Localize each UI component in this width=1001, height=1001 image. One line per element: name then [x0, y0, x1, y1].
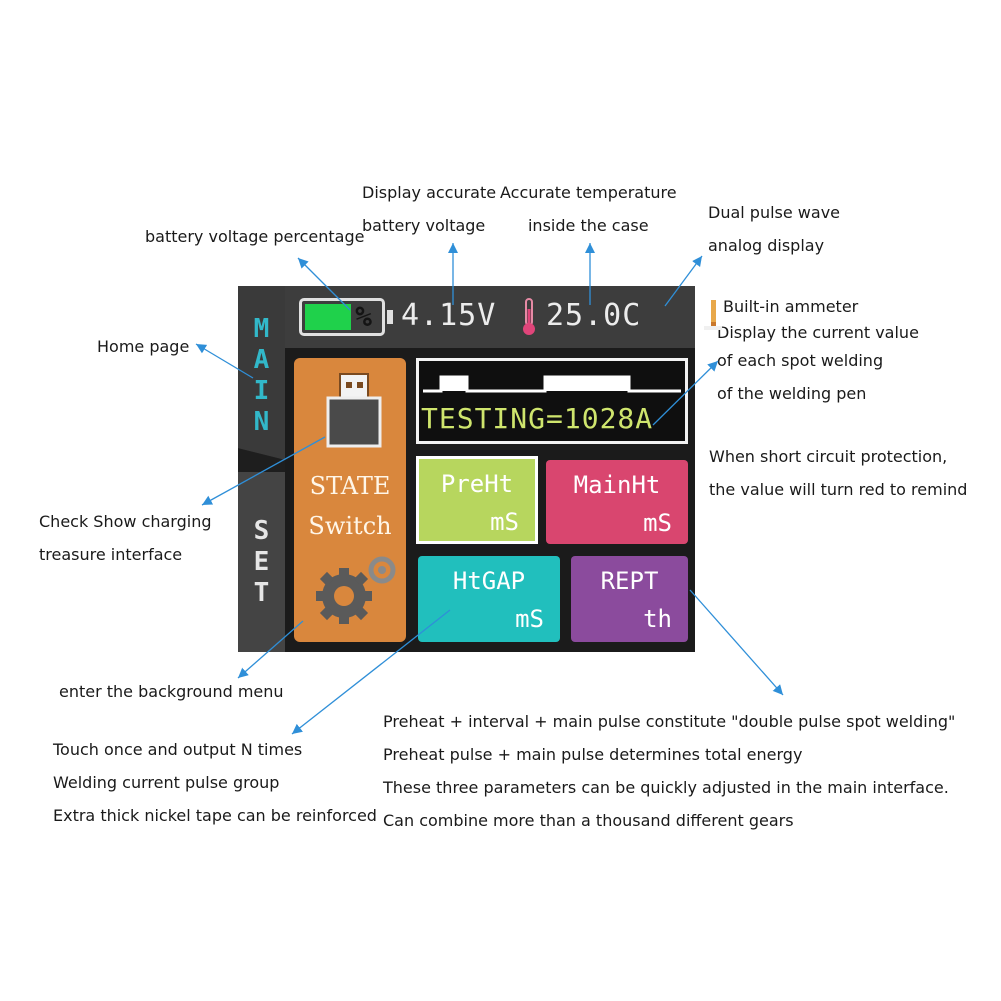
annotation-pulse-params: Preheat + interval + main pulse constitu… — [383, 712, 956, 830]
repeat-tile[interactable]: REPT th — [571, 556, 688, 642]
preheat-unit: mS — [490, 508, 519, 536]
mainheat-unit: mS — [643, 509, 672, 537]
preheat-label: PreHt — [440, 470, 514, 498]
annotation-home-page: Home page — [97, 337, 190, 356]
battery-fill — [305, 304, 351, 330]
preheat-tile[interactable]: PreHt mS — [416, 456, 538, 544]
battery-percent-label: % — [355, 300, 372, 333]
tab-letter: M — [253, 314, 270, 344]
temperature-value: 25.0C — [546, 298, 642, 333]
tab-letter: E — [253, 547, 270, 577]
heat-gap-tile[interactable]: HtGAP mS — [418, 556, 560, 642]
arrow-pulse-params — [689, 589, 784, 696]
annotation-battery-percentage: battery voltage percentage — [145, 227, 365, 246]
repeat-label: REPT — [600, 567, 659, 595]
annotation-ammeter: Built-in ammeter Display the current val… — [717, 297, 919, 403]
tab-letter: T — [253, 578, 270, 608]
tab-letter: S — [253, 516, 270, 546]
annotation-temperature: Accurate temperature inside the case — [500, 183, 677, 235]
heat-gap-label: HtGAP — [452, 567, 526, 595]
mainheat-label: MainHt — [573, 471, 661, 499]
gear-icon[interactable] — [310, 554, 400, 626]
battery-tip — [387, 310, 393, 324]
testing-current-readout: TESTING=1028A — [421, 402, 654, 435]
tab-letter: A — [253, 345, 270, 375]
annotation-touch-output: Touch once and output N times Welding cu… — [53, 740, 377, 825]
status-bar: % 4.15V 25.0C — [285, 286, 722, 348]
battery-icon: % — [299, 298, 385, 336]
battery-voltage-value: 4.15V — [401, 298, 497, 333]
thermometer-icon — [523, 298, 535, 335]
state-switch-label: STATE Switch — [308, 472, 392, 540]
heat-gap-unit: mS — [515, 605, 544, 633]
annotation-battery-voltage: Display accurate battery voltage — [362, 183, 497, 235]
annotation-background-menu: enter the background menu — [59, 682, 284, 701]
pulse-wave-display: TESTING=1028A — [416, 358, 688, 444]
repeat-unit: th — [643, 605, 672, 633]
main-panel: STATE Switch — [285, 348, 695, 652]
annotation-charging: Check Show charging treasure interface — [39, 512, 212, 564]
welding-pen-icon — [704, 300, 722, 330]
annotation-dual-pulse: Dual pulse wave analog display — [708, 203, 841, 255]
tab-letter: I — [253, 376, 270, 406]
mainheat-tile[interactable]: MainHt mS — [546, 460, 688, 544]
dual-pulse-waveform — [423, 375, 681, 393]
state-switch-card[interactable]: STATE Switch — [294, 358, 406, 642]
usb-drive-icon — [326, 373, 382, 448]
annotation-short-circuit: When short circuit protection, the value… — [709, 447, 968, 499]
tab-letter: N — [253, 407, 270, 437]
